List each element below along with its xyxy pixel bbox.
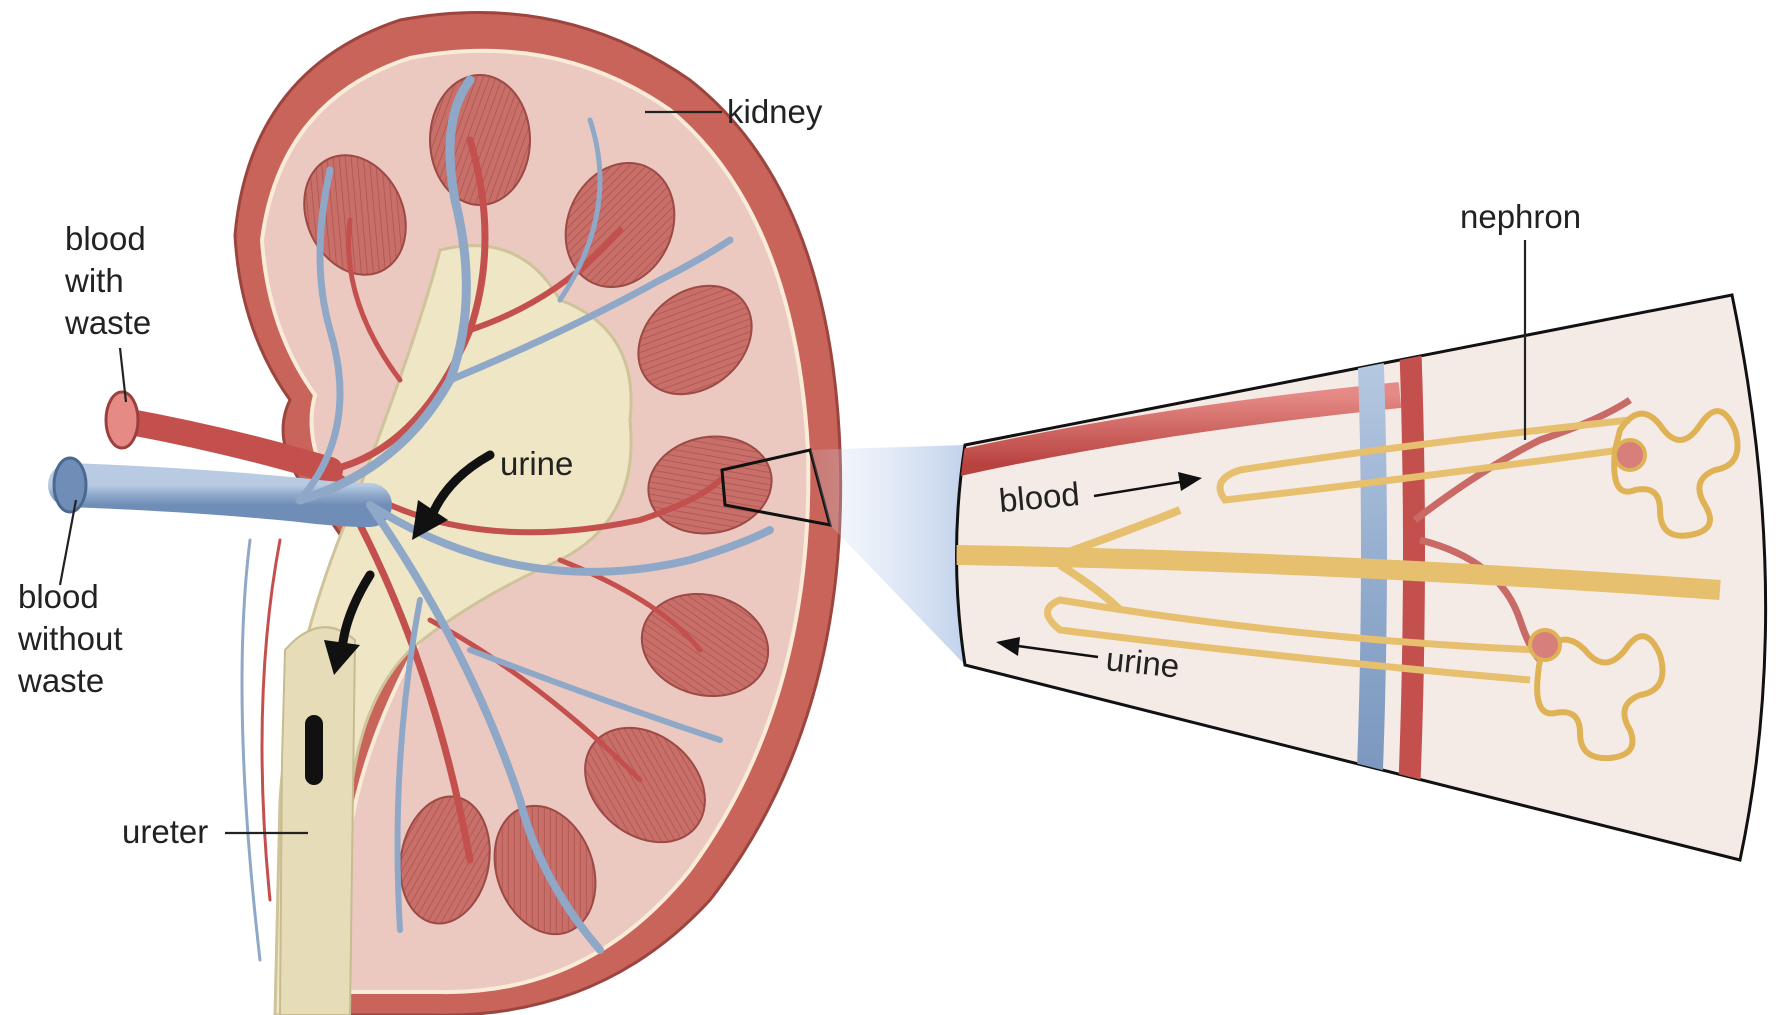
urine-ureter-mark [305,715,323,785]
nephron-label: nephron [1460,198,1581,235]
inset-glomerulus-lower [1530,630,1560,660]
ureter [280,627,355,1015]
kidney-label: kidney [727,93,823,130]
urine-inset-label: urine [1104,640,1181,684]
blood-without-waste-line-1: blood [18,578,99,615]
kidney-illustration [54,13,841,1015]
blood-with-waste-label: blood with waste [64,220,155,341]
blood-with-waste-line-1: blood [65,220,146,257]
blood-with-waste-line-3: waste [64,304,151,341]
blood-inset-label: blood [997,475,1081,519]
renal-artery-opening [106,392,138,448]
blood-without-waste-line-2: without [17,620,123,657]
renal-vein-opening [54,458,86,512]
blood-without-waste-line-3: waste [17,662,104,699]
inset-glomerulus-upper [1615,440,1645,470]
nephron-inset [950,295,1766,880]
blood-with-waste-line-2: with [64,262,124,299]
urine-kidney-label: urine [500,445,573,482]
blood-without-waste-label: blood without waste [17,578,132,699]
ureter-label: ureter [122,813,208,850]
inset-vein-vertical [1365,340,1374,880]
inset-artery-vertical [1405,340,1414,880]
